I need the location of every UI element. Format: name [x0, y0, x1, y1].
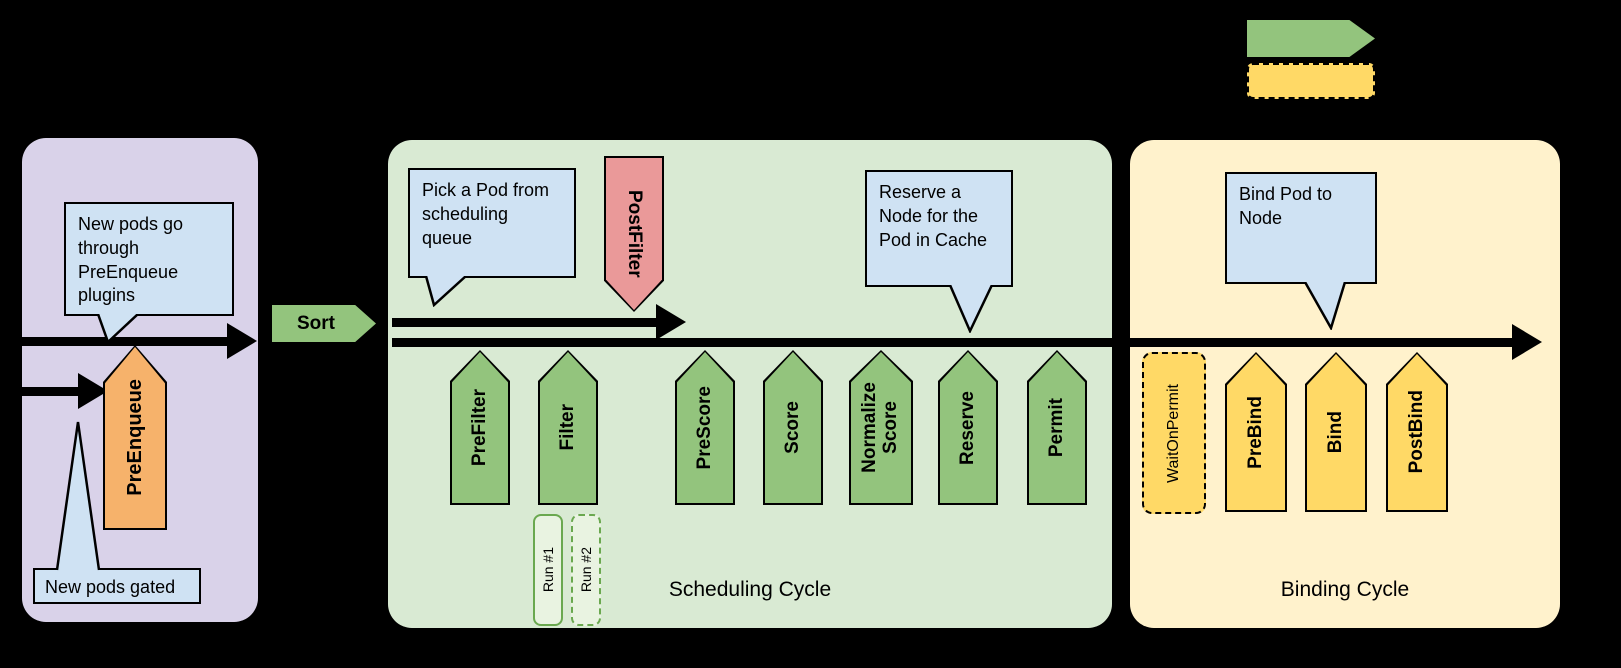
pick-pod-arrow-bar — [392, 318, 656, 327]
queue-flow-arrow-bar — [0, 337, 227, 346]
filter-run-1-label: Run #1 — [540, 547, 556, 593]
extension-point-postbind: PostBind — [1386, 352, 1448, 512]
sort-extension-arrow: Sort — [272, 305, 376, 342]
filter-run-2-box: Run #2 — [571, 514, 601, 626]
extension-point-prefilter: PreFilter — [450, 350, 510, 505]
prefilter-label: PreFilter — [468, 388, 490, 467]
wait-on-permit-label: WaitOnPermit — [1165, 383, 1182, 483]
post-filter-arrow: PostFilter — [604, 156, 664, 312]
post-filter-label: PostFilter — [624, 190, 645, 278]
extension-point-prebind: PreBind — [1225, 352, 1287, 512]
sort-label: Sort — [297, 312, 335, 334]
prebind-label: PreBind — [1244, 395, 1266, 469]
reserve-label: Reserve — [956, 390, 978, 465]
extension-point-permit: Permit — [1027, 350, 1087, 505]
permit-label: Permit — [1045, 397, 1067, 458]
extension-point-bind: Bind — [1305, 352, 1367, 512]
score-label: Score — [781, 401, 803, 454]
main-flow-arrowhead — [1512, 324, 1542, 360]
extension-point-normalize-score: Normalize Score — [849, 350, 913, 505]
callout-new-pods-preenqueue: New pods go through PreEnqueue plugins — [64, 202, 234, 316]
prescore-label: PreScore — [693, 385, 715, 470]
pre-enqueue-arrow: PreEnqueue — [103, 345, 167, 530]
filter-run-2-label: Run #2 — [578, 547, 594, 593]
wait-on-permit-box: WaitOnPermit — [1142, 352, 1206, 514]
main-flow-arrow-bar — [392, 338, 1512, 347]
filter-label: Filter — [556, 404, 578, 451]
normalize-score-label: Normalize Score — [859, 382, 901, 473]
gated-flow-arrow-bar — [0, 387, 78, 396]
extension-point-filter: Filter — [538, 350, 598, 505]
callout-reserve-node: Reserve a Node for the Pod in Cache — [865, 170, 1013, 287]
pre-enqueue-label: PreEnqueue — [124, 379, 146, 496]
extension-point-reserve: Reserve — [938, 350, 998, 505]
extension-point-score: Score — [763, 350, 823, 505]
postbind-label: PostBind — [1405, 390, 1427, 474]
callout-tail — [948, 285, 994, 333]
pick-pod-arrowhead — [656, 304, 686, 340]
extension-point-prescore: PreScore — [675, 350, 735, 505]
callout-tail — [55, 421, 101, 571]
callout-tail — [1303, 282, 1347, 330]
callout-new-pods-gated: New pods gated — [33, 568, 201, 604]
legend-extension-point-arrow — [1247, 20, 1375, 57]
filter-run-1-box: Run #1 — [533, 514, 563, 626]
callout-pick-pod: Pick a Pod from scheduling queue — [408, 168, 576, 278]
binding-cycle-title: Binding Cycle — [1280, 578, 1410, 601]
callout-bind-pod: Bind Pod to Node — [1225, 172, 1377, 284]
callout-tail — [424, 276, 467, 307]
legend-internal-step-box — [1247, 63, 1375, 99]
bind-label: Bind — [1324, 410, 1346, 454]
scheduling-cycle-title: Scheduling Cycle — [668, 578, 832, 601]
callout-tail — [96, 314, 139, 344]
queue-flow-arrowhead — [227, 323, 257, 359]
